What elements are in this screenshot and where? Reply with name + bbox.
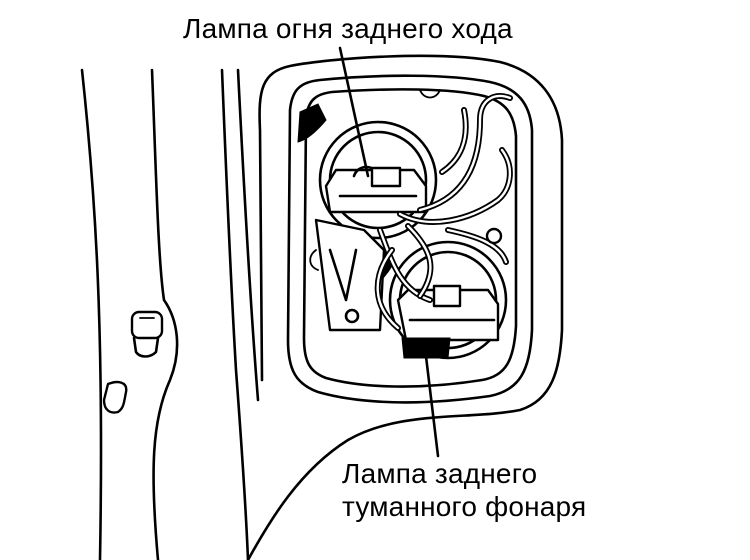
reverse-lamp-leader — [338, 46, 370, 178]
body-clip — [102, 380, 128, 414]
wiring-harness — [374, 93, 513, 331]
reverse-lamp-label: Лампа огня заднего хода — [183, 13, 513, 44]
mounting-bracket — [309, 218, 386, 332]
fog-lamp-label: Лампа заднего туманного фонаря — [342, 457, 586, 523]
body-pillar — [80, 68, 260, 560]
fog-lamp-leader — [423, 346, 440, 458]
mounting-pin — [130, 310, 164, 358]
fog-lamp-label-line2: туманного фонаря — [342, 491, 587, 522]
fog-lamp-label-line1: Лампа заднего — [342, 458, 538, 489]
